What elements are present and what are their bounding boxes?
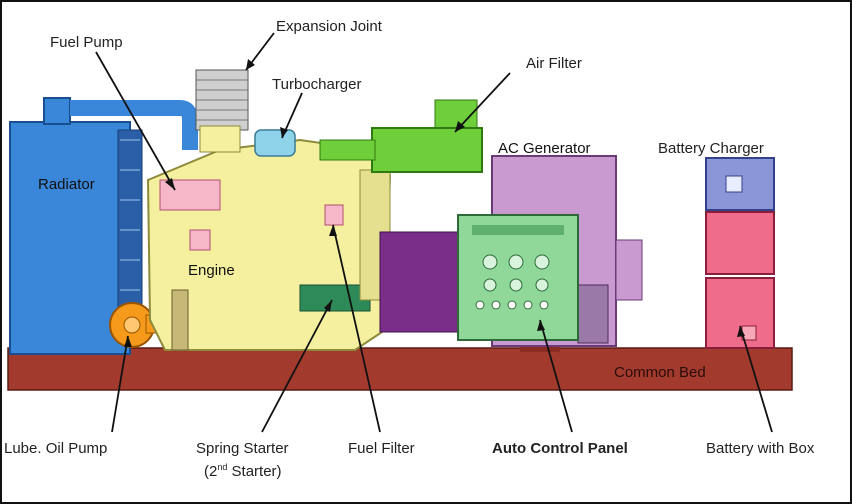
leader-lines (95, 32, 773, 433)
label-air-filter: Air Filter (526, 55, 582, 72)
label-common-bed: Common Bed (614, 364, 706, 381)
label-battery-with-box: Battery with Box (706, 440, 815, 457)
expansion-joint (195, 69, 249, 131)
label-spring-starter: Spring Starter (196, 440, 289, 457)
label-auto-control-panel: Auto Control Panel (492, 440, 628, 457)
leader-arrowheads (124, 59, 745, 347)
label-turbocharger: Turbocharger (272, 76, 362, 93)
leader-auto-control-panel (539, 319, 573, 433)
flywheel-housing (379, 231, 461, 333)
leader-lube-oil-pump (111, 335, 129, 433)
second-starter-close: Starter) (227, 463, 282, 480)
leader-battery-with-box (739, 325, 773, 433)
battery-charger (705, 157, 775, 211)
turbocharger (254, 129, 296, 157)
label-lube-oil-pump: Lube. Oil Pump (4, 440, 108, 457)
auto-control-panel (457, 214, 579, 341)
second-starter-sup: nd (217, 462, 228, 472)
label-second-starter: (2nd Starter) (204, 462, 282, 480)
label-battery-charger: Battery Charger (658, 140, 764, 157)
leader-fuel-pump (95, 51, 176, 191)
common-bed (7, 342, 793, 391)
label-radiator: Radiator (38, 176, 95, 193)
label-expansion-joint: Expansion Joint (276, 18, 382, 35)
leader-spring-starter (261, 299, 333, 433)
label-fuel-pump: Fuel Pump (50, 34, 123, 51)
label-fuel-filter: Fuel Filter (348, 440, 415, 457)
second-starter-open: (2 (204, 463, 218, 480)
leader-air-filter (454, 72, 511, 133)
label-engine: Engine (188, 262, 235, 279)
leader-fuel-filter (332, 224, 381, 433)
radiator (9, 97, 198, 355)
label-ac-generator: AC Generator (498, 140, 591, 157)
air-filter (319, 99, 483, 173)
